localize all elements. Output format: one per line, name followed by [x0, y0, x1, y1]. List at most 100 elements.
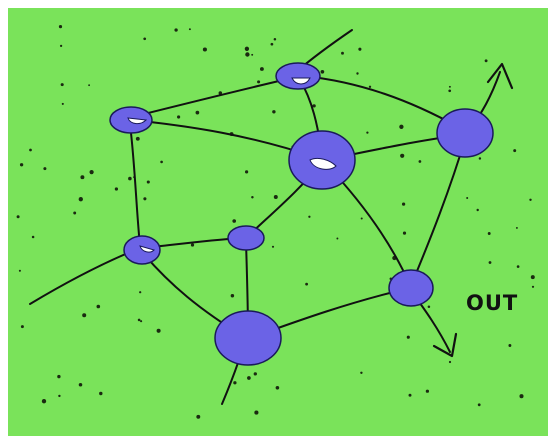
speckle-dot [143, 37, 147, 41]
speckle-dot [20, 325, 24, 329]
speckle-dot [508, 344, 512, 347]
speckle-dot [29, 148, 32, 152]
speckle-dot [245, 52, 250, 57]
speckle-dot [270, 42, 274, 46]
speckle-dot [531, 285, 535, 288]
speckle-dot [196, 414, 201, 419]
speckle-dot [484, 59, 488, 63]
speckle-dot [251, 53, 254, 56]
speckle-dot [60, 83, 64, 87]
speckle-dot [58, 394, 61, 398]
arrowhead-top-right [486, 62, 514, 90]
speckle-dot [408, 393, 412, 397]
speckle-dot [477, 403, 481, 407]
speckle-dot [135, 136, 140, 141]
speckle-dot [308, 215, 311, 218]
speckle-dot [273, 195, 278, 199]
speckle-dot [418, 160, 422, 163]
speckle-dot [341, 51, 344, 55]
speckle-dot [488, 261, 492, 264]
speckle-dot [245, 170, 249, 174]
speckle-dot [174, 28, 178, 32]
speckle-dot [16, 215, 20, 219]
speckle-dot [400, 153, 405, 158]
speckle-dot [466, 196, 469, 200]
speckle-dot [188, 28, 191, 31]
speckle-dot [57, 374, 61, 379]
node-left-top [109, 106, 153, 134]
speckle-dot [156, 328, 161, 333]
speckle-dot [425, 389, 430, 393]
speckle-dot [139, 291, 142, 294]
speckle-dot [529, 198, 532, 201]
node-right [436, 108, 494, 158]
speckle-dot [273, 37, 277, 41]
speckle-dot [254, 410, 259, 415]
speckle-dot [275, 386, 280, 390]
speckle-dot [336, 237, 339, 240]
speckle-dot [513, 149, 517, 153]
speckle-dot [360, 217, 363, 220]
speckle-dot [177, 115, 181, 119]
speckle-dot [476, 208, 479, 212]
speckle-dot [360, 371, 363, 374]
arrowhead-bottom-right [432, 332, 458, 358]
speckle-dot [356, 72, 359, 75]
speckle-dot [99, 391, 103, 396]
speckle-dot [320, 69, 325, 74]
node-mid [227, 225, 265, 251]
speckle-dot [88, 84, 90, 87]
speckle-dot [80, 175, 85, 180]
speckle-dot [366, 131, 369, 134]
speckle-dot [59, 44, 63, 48]
speckle-dot [402, 231, 407, 235]
network-nodes [109, 62, 494, 366]
speckle-dot [244, 46, 250, 51]
speckle-dot [230, 294, 235, 298]
speckle-dot [195, 110, 200, 115]
speckle-dot [401, 202, 406, 206]
speckle-dot [427, 305, 431, 309]
speckle-dot [73, 211, 77, 215]
speckle-dot [18, 269, 21, 272]
speckle-dot [247, 376, 251, 380]
speckle-dot [190, 243, 195, 247]
speckle-dot [218, 91, 223, 95]
speckle-dot [41, 399, 47, 404]
speckle-dot [160, 160, 163, 164]
edge-lefttop-to-leftmid [129, 123, 141, 247]
speckle-dot [253, 372, 257, 376]
speckle-dot [448, 360, 452, 364]
speckle-dot [259, 67, 264, 71]
speckle-dot [146, 180, 150, 184]
node-bottom [214, 310, 282, 366]
speckle-dot [368, 85, 372, 88]
node-center [288, 130, 356, 190]
speckle-dot [312, 104, 316, 108]
speckle-dot [114, 187, 119, 191]
out-label: OUT [466, 291, 518, 315]
speckle-dot [516, 265, 520, 268]
node-top [275, 62, 321, 90]
speckle-dot [137, 318, 141, 322]
speckle-dot [232, 219, 237, 223]
speckle-dot [96, 304, 101, 309]
speckle-dot [128, 176, 132, 181]
speckle-dot [31, 235, 35, 239]
speckle-dot [271, 245, 275, 248]
speckle-dot [257, 80, 261, 84]
speckle-dot [358, 47, 362, 51]
speckle-dot [143, 197, 147, 201]
speckle-dot [61, 102, 64, 105]
speckle-dot [406, 335, 410, 339]
speckle-dot [478, 157, 482, 160]
node-left-mid [123, 235, 161, 265]
speckle-dot [448, 85, 451, 88]
speckle-dot [89, 170, 94, 175]
speckle-dot [272, 110, 276, 114]
speckle-dot [448, 89, 452, 93]
speckle-dot [530, 275, 535, 280]
speckle-dot [202, 47, 207, 52]
